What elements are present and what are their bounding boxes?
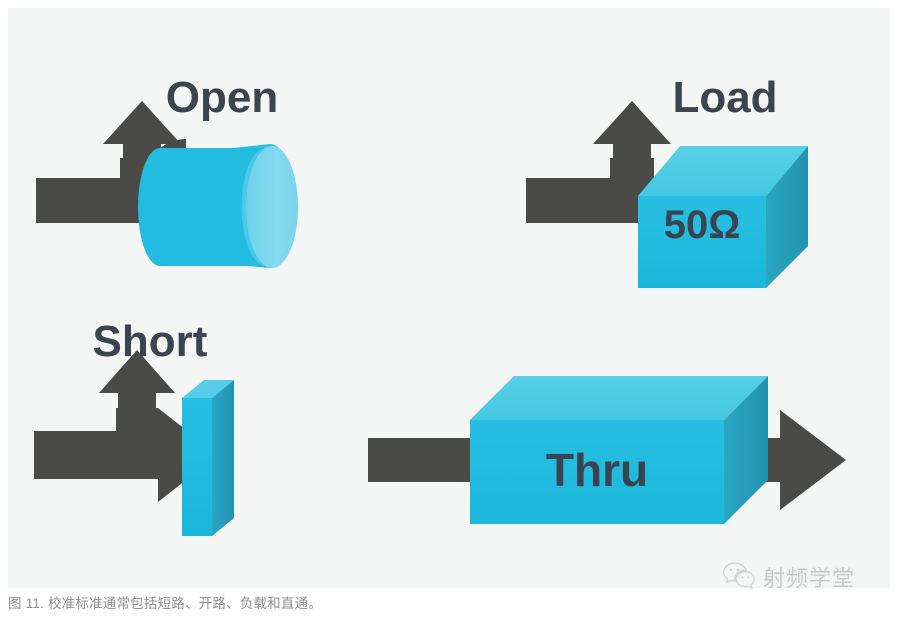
load-label: Load (672, 73, 777, 122)
watermark-text: 射频学堂 (763, 567, 856, 592)
figure-caption: 图 11. 校准标准通常包括短路、开路、负载和直通。 (8, 596, 322, 611)
load-cube-shape: 50Ω (638, 146, 808, 288)
standard-short: Short (34, 317, 234, 536)
standard-open: Open (36, 73, 298, 268)
figure-panel: Open 50Ω (8, 8, 890, 588)
short-label: Short (93, 317, 208, 366)
wechat-icon (722, 561, 756, 594)
short-plate-shape (182, 380, 234, 536)
watermark: 射频学堂 (722, 560, 886, 594)
load-value-label: 50Ω (664, 203, 741, 247)
standard-load: 50Ω Load (526, 73, 808, 288)
thru-value-label: Thru (546, 444, 648, 496)
standard-thru: Thru (368, 376, 846, 524)
calibration-standards-diagram: Open 50Ω (34, 73, 846, 536)
open-cylinder-shape (138, 144, 298, 268)
thru-box-shape: Thru (470, 376, 768, 524)
open-label: Open (166, 73, 278, 122)
